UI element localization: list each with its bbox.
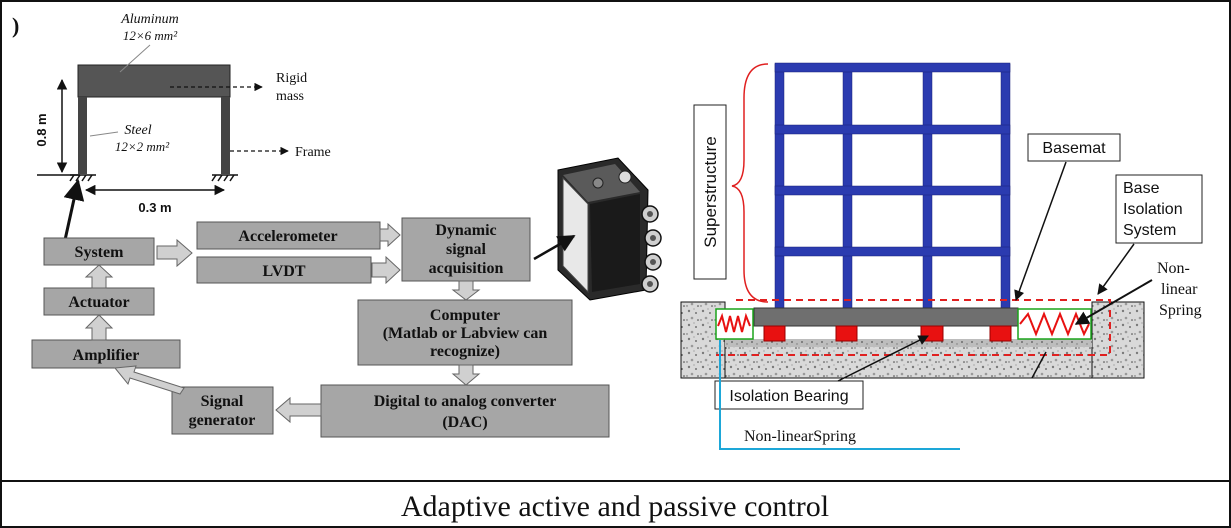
arrow-actuator-to-system	[84, 264, 114, 289]
pit-bottom	[725, 339, 1092, 347]
arrow-system-to-sensors	[156, 238, 193, 268]
ground-pointer	[1031, 351, 1047, 379]
actuator-label: Actuator	[68, 294, 129, 311]
corner-glyph: )	[12, 13, 19, 38]
computer-box	[357, 299, 573, 366]
system-label: System	[75, 244, 125, 261]
width-label: 0.3 m	[138, 200, 171, 215]
height-label: 0.8 m	[34, 113, 49, 146]
nonlinear-label-2: linear	[1161, 281, 1198, 298]
superstructure-frame	[774, 62, 1011, 309]
lvdt-label: LVDT	[263, 263, 306, 280]
isolation-bearing-box	[714, 380, 864, 410]
base-iso-label-1: Base	[1123, 180, 1160, 197]
dsa-box	[401, 217, 531, 282]
steel-pointer	[89, 131, 119, 137]
lvdt-box	[196, 256, 372, 284]
caption: Adaptive active and passive control	[401, 490, 829, 523]
aluminum-pointer	[119, 44, 151, 73]
right-support-hatch	[211, 174, 238, 182]
rigid-label-1: Rigid	[276, 71, 307, 86]
arrow-lvdt-to-dsa	[371, 255, 401, 285]
nonlinear-pointer	[1074, 279, 1153, 325]
cyan-callout-line	[719, 340, 960, 450]
frame-model: 0.8 m 0.3 m Aluminum 12×6 mm² Rigid mass…	[34, 12, 331, 241]
daq-device-image	[557, 157, 662, 301]
basemat	[753, 307, 1019, 327]
basemat-box	[1027, 133, 1121, 162]
accelerometer-label: Accelerometer	[238, 228, 337, 245]
superstructure-brace	[731, 63, 769, 303]
system-to-frame-arrow	[63, 178, 85, 241]
steel-dims: 12×2 mm²	[115, 139, 170, 154]
dsa-label-1: Dynamic	[435, 222, 496, 239]
dsa-label-2: signal	[446, 241, 487, 258]
ground-right	[1091, 301, 1145, 379]
nonlinear-spring-label: Non-linearSpring	[744, 428, 856, 445]
superstructure-box	[693, 104, 727, 280]
base-iso-box	[1115, 174, 1203, 244]
left-spring-box	[715, 308, 754, 340]
arrow-accel-to-dsa	[379, 222, 401, 248]
aluminum-label: Aluminum	[120, 12, 179, 27]
isolation-boundary	[716, 299, 1111, 356]
dac-label-1: Digital to analog converter	[374, 393, 557, 410]
base-iso-label-2: Isolation	[1123, 201, 1183, 218]
isolation-bearings	[763, 325, 1012, 342]
left-spring	[717, 312, 751, 333]
siggen-label-2: generator	[189, 412, 256, 429]
aluminum-dims: 12×6 mm²	[123, 28, 178, 43]
arrow-amplifier-to-actuator	[84, 314, 114, 341]
arrow-dsa-to-computer	[451, 280, 481, 301]
amplifier-box	[31, 339, 181, 369]
computer-label-2: (Matlab or Labview can	[383, 325, 548, 342]
dsa-to-device-arrow	[533, 234, 576, 261]
control-flow: System Actuator Amplifier Accelerometer …	[31, 157, 662, 438]
dsa-label-3: acquisition	[429, 260, 504, 277]
accelerometer-box	[196, 221, 381, 250]
siggen-box	[171, 386, 274, 435]
base-isolation-diagram: Superstructure Basemat Base Isolation Sy…	[680, 62, 1203, 450]
dac-box	[320, 384, 610, 438]
amplifier-label: Amplifier	[73, 347, 140, 364]
rigid-label-2: mass	[276, 89, 304, 104]
nonlinear-label-3: Spring	[1159, 302, 1202, 319]
computer-label-3: recognize)	[430, 343, 500, 360]
arrow-dac-to-siggen	[275, 396, 322, 424]
left-support-hatch	[69, 174, 96, 182]
isolation-bearing-pointer	[837, 335, 929, 382]
computer-label-1: Computer	[430, 307, 500, 324]
steel-label: Steel	[124, 123, 151, 138]
basemat-label: Basemat	[1042, 140, 1106, 157]
base-iso-label-3: System	[1123, 222, 1176, 239]
ground-bottom	[724, 343, 1093, 379]
arrow-computer-to-dac	[451, 364, 481, 386]
arrow-siggen-to-amplifier	[114, 365, 185, 395]
left-column	[78, 97, 87, 174]
basemat-pointer	[1014, 161, 1067, 301]
base-iso-pointer	[1097, 243, 1135, 295]
frame-label: Frame	[295, 145, 331, 160]
nonlinear-label-1: Non-	[1157, 260, 1190, 277]
rigid-mass	[77, 64, 231, 98]
siggen-label-1: Signal	[201, 393, 244, 410]
isolation-bearing-label: Isolation Bearing	[729, 388, 848, 405]
superstructure-label: Superstructure	[701, 136, 720, 248]
right-column	[221, 97, 230, 174]
dac-label-2: (DAC)	[442, 414, 487, 431]
